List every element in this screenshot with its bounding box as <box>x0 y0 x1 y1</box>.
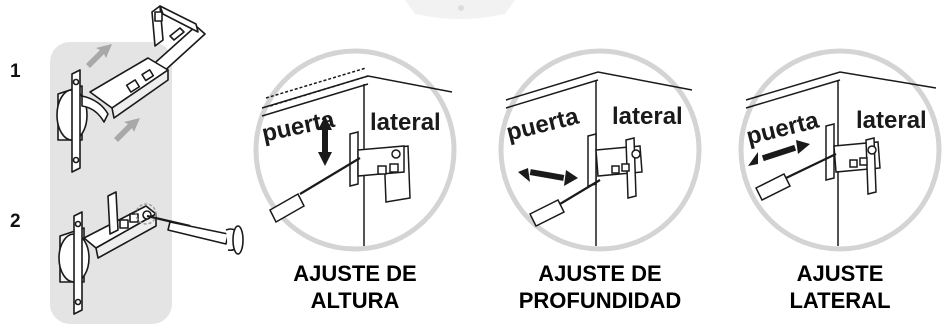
caption-altura-line2: ALTURA <box>310 288 400 313</box>
step-2-illustration <box>58 191 244 315</box>
caption-lateral-line2: LATERAL <box>789 288 891 313</box>
panel-profundidad-side-label: lateral <box>612 103 683 130</box>
step-2-number: 2 <box>10 211 21 232</box>
profundidad-arrow-icon <box>518 168 578 186</box>
top-decoration <box>405 0 515 19</box>
caption-profundidad-line2: PROFUNDIDAD <box>518 288 682 313</box>
caption-lateral: AJUSTE LATERAL <box>740 260 940 314</box>
panel-profundidad-illustration <box>498 48 702 252</box>
screw-highlight <box>135 203 157 225</box>
altura-arrow-icon <box>318 116 332 166</box>
caption-lateral-line1: AJUSTE <box>796 261 884 286</box>
panel-altura-side-label: lateral <box>370 109 441 136</box>
step-1-number: 1 <box>10 61 21 82</box>
caption-altura: AJUSTE DE ALTURA <box>255 260 455 314</box>
caption-altura-line1: AJUSTE DE <box>293 261 417 286</box>
step-1-arrows <box>86 44 140 142</box>
caption-profundidad: AJUSTE DE PROFUNDIDAD <box>500 260 700 314</box>
lateral-arrow-icon <box>748 140 810 166</box>
panel-lateral-side-label: lateral <box>856 107 927 134</box>
step-1-illustration <box>56 5 206 173</box>
caption-profundidad-line1: AJUSTE DE <box>538 261 662 286</box>
panel-lateral-illustration <box>738 48 942 252</box>
panel-altura-illustration <box>253 48 457 252</box>
